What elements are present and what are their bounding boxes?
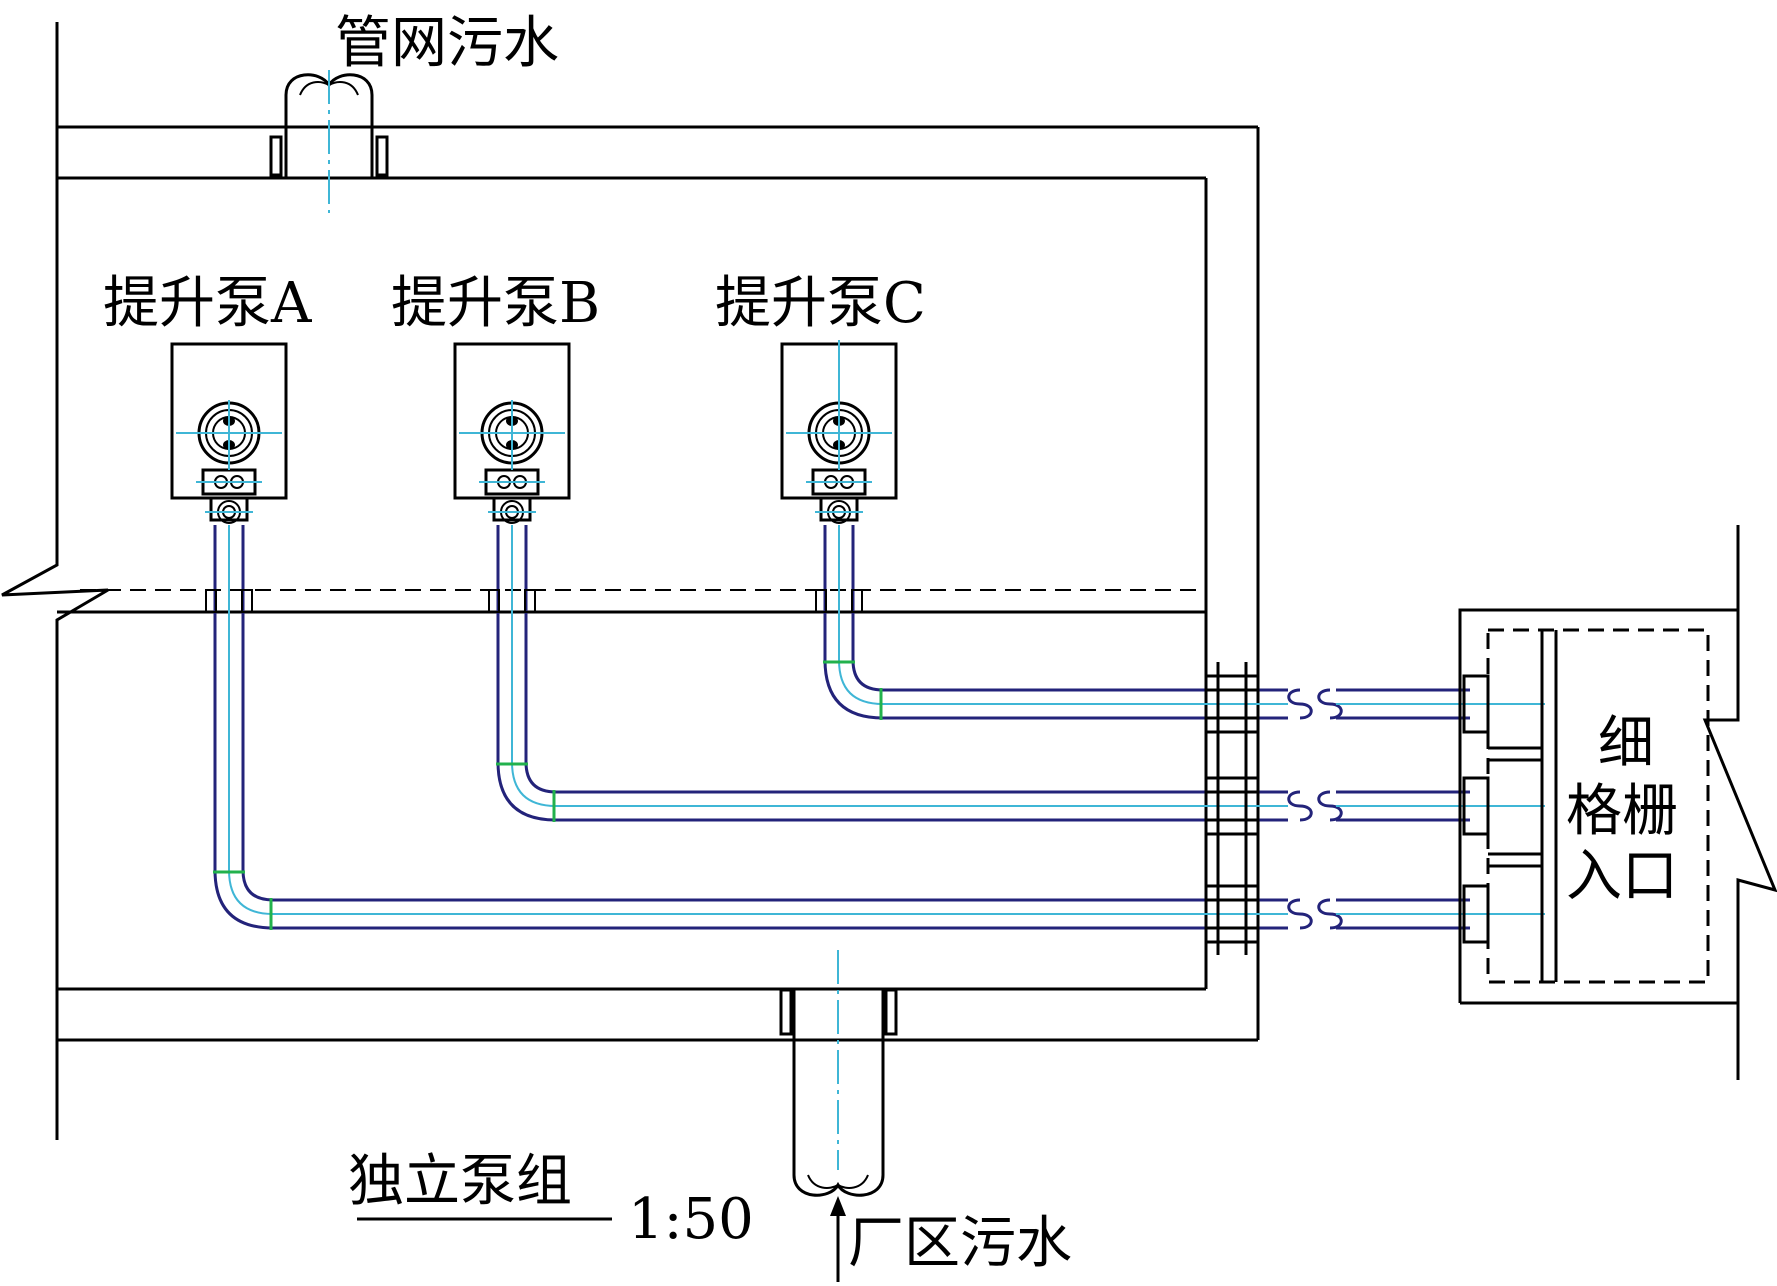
discharge-pipe-a: [205, 525, 1290, 930]
top-pipe-label: 管网污水: [335, 11, 559, 76]
pump-c-label: 提升泵C: [715, 271, 926, 336]
screen-label-line2: 格栅: [1566, 779, 1678, 844]
pipe-break-symbols: [1287, 680, 1545, 940]
top-network-pipe: [269, 70, 389, 213]
pump-a: [170, 342, 288, 524]
pump-b: [453, 342, 571, 524]
drawing-title: 独立泵组: [348, 1149, 572, 1214]
screen-label-line1: 细: [1598, 711, 1654, 776]
inlet-label: 厂区污水: [848, 1211, 1072, 1276]
scale-label: 1:50: [628, 1187, 754, 1252]
fine-screen-inlet: [1458, 525, 1777, 1080]
screen-label-line3: 入口: [1566, 844, 1678, 909]
pump-a-label: 提升泵A: [103, 271, 312, 336]
discharge-pipe-b: [488, 525, 1290, 822]
discharge-pipe-c: [815, 525, 1290, 720]
wall-sleeves: [1204, 662, 1260, 955]
pump-c: [780, 340, 898, 524]
bottom-inlet-pipe: [779, 950, 898, 1282]
structure-walls: [1, 22, 1260, 1140]
pump-b-label: 提升泵B: [391, 271, 600, 336]
